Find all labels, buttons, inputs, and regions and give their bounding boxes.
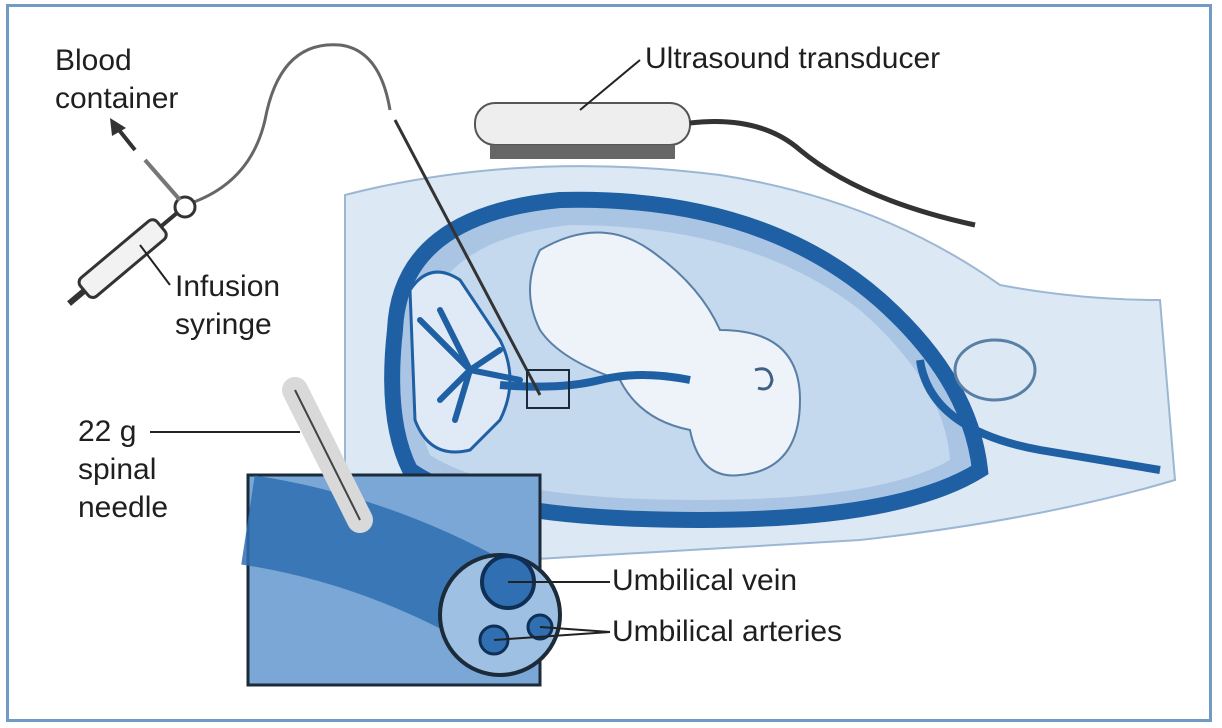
- label-spinal-needle: 22 g spinal needle: [78, 413, 168, 527]
- label-blood: Blood: [55, 42, 178, 80]
- tubing: [185, 45, 390, 205]
- label-infusion: Infusion: [175, 268, 280, 306]
- blood-tube: [145, 160, 180, 200]
- label-syringe: syringe: [175, 306, 280, 344]
- label-ultrasound-transducer: Ultrasound transducer: [645, 40, 940, 78]
- label-umbilical-vein: Umbilical vein: [612, 562, 797, 600]
- label-umbilical-arteries: Umbilical arteries: [612, 613, 842, 651]
- label-container: container: [55, 80, 178, 118]
- label-22g: 22 g: [78, 413, 168, 451]
- label-spinal: spinal: [78, 451, 168, 489]
- transducer-body: [475, 103, 690, 145]
- leader-infusion: [140, 245, 170, 285]
- transducer-face: [490, 145, 675, 159]
- label-needle: needle: [78, 489, 168, 527]
- label-infusion-syringe: Infusion syringe: [175, 268, 280, 344]
- syringe: [61, 204, 184, 312]
- label-blood-container: Blood container: [55, 42, 178, 118]
- bladder: [955, 340, 1035, 400]
